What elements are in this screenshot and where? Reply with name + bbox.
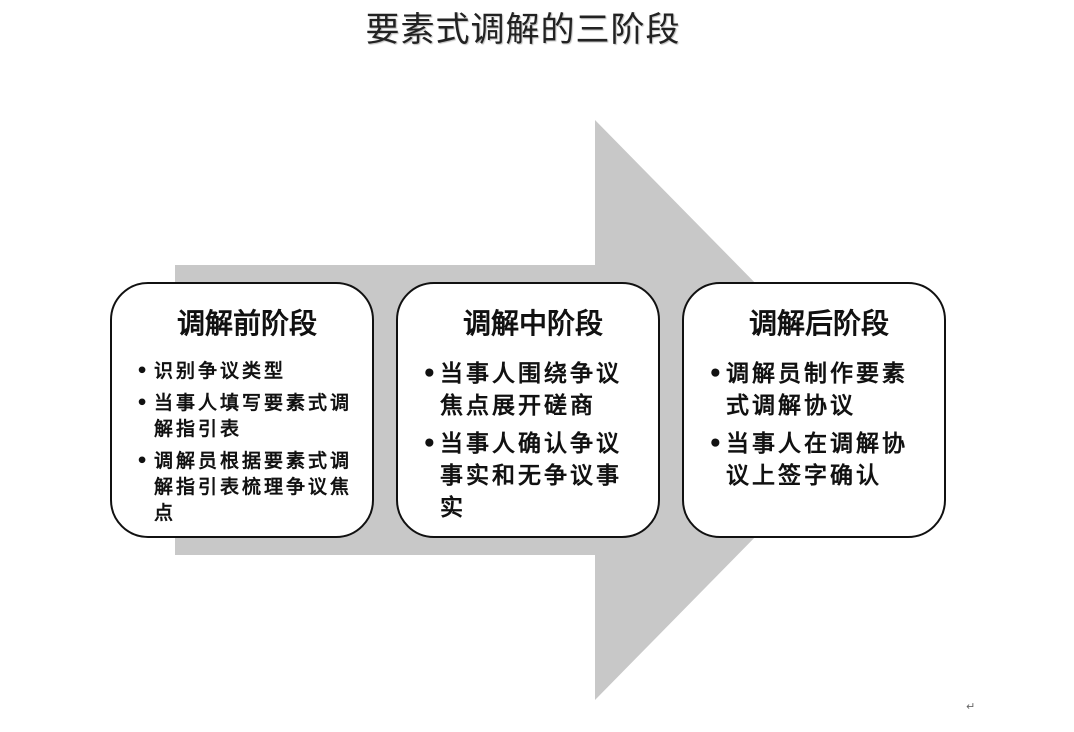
list-item: 识别争议类型: [136, 358, 358, 384]
list-item: 当事人围绕争议焦点展开磋商: [422, 358, 644, 422]
stage-box-during: 调解中阶段 当事人围绕争议焦点展开磋商 当事人确认争议事实和无争议事实: [396, 282, 660, 538]
list-item: 当事人确认争议事实和无争议事实: [422, 428, 644, 524]
list-item: 调解员根据要素式调解指引表梳理争议焦点: [136, 448, 358, 526]
list-item: 当事人填写要素式调解指引表: [136, 390, 358, 442]
list-item: 当事人在调解协议上签字确认: [708, 428, 930, 492]
stage-item-list: 调解员制作要素式调解协议 当事人在调解协议上签字确认: [708, 358, 930, 492]
page-title: 要素式调解的三阶段: [365, 10, 681, 50]
stage-heading: 调解后阶段: [748, 307, 889, 340]
list-item: 调解员制作要素式调解协议: [708, 358, 930, 422]
stage-box-before: 调解前阶段 识别争议类型 当事人填写要素式调解指引表 调解员根据要素式调解指引表…: [110, 282, 374, 538]
stage-box-after: 调解后阶段 调解员制作要素式调解协议 当事人在调解协议上签字确认: [682, 282, 946, 538]
stage-heading: 调解前阶段: [176, 307, 317, 340]
stage-item-list: 识别争议类型 当事人填写要素式调解指引表 调解员根据要素式调解指引表梳理争议焦点: [136, 358, 358, 526]
stage-heading: 调解中阶段: [462, 307, 603, 340]
stage-item-list: 当事人围绕争议焦点展开磋商 当事人确认争议事实和无争议事实: [422, 358, 644, 524]
paragraph-mark: ↵: [966, 700, 976, 713]
